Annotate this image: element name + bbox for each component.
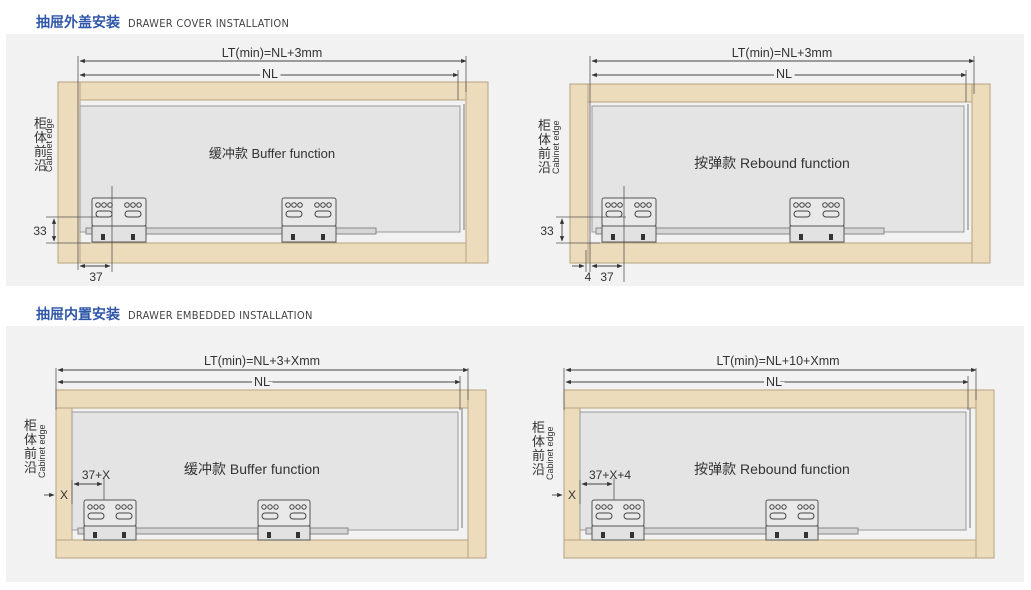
section-title-cn: 抽屉内置安装 (36, 306, 120, 322)
x-label: X (568, 488, 576, 502)
front-bracket (591, 499, 645, 541)
diagram-embedded-rebound: LT(min)=NL+10+Xmm NL 按弹款 Rebound functio… (532, 354, 995, 559)
nl-label: NL (254, 375, 270, 389)
x-label: X (60, 488, 68, 502)
slide-rail (585, 527, 859, 535)
side-label-cn: 柜体前沿 (538, 118, 551, 175)
lt-label: LT(min)=NL+3+Xmm (204, 354, 320, 368)
offset-label: 37 (89, 270, 103, 284)
cabinet-top (57, 81, 489, 101)
cabinet-back-side (467, 389, 487, 559)
section-title-cn: 抽屉外盖安装 (36, 14, 120, 30)
side-label-cn: 柜体前沿 (34, 116, 47, 173)
slide-rail (77, 527, 349, 535)
nl-label: NL (776, 67, 792, 81)
x-label-bg (566, 486, 578, 502)
diagram-embedded-buffer: LT(min)=NL+3+Xmm NL 缓冲款 Buffer function … (24, 354, 487, 559)
cabinet-bottom (563, 539, 995, 559)
rear-bracket (281, 197, 337, 243)
side-label-cn: 柜体前沿 (24, 418, 37, 475)
cabinet-front-side (569, 83, 589, 264)
function-label: 缓冲款 Buffer function (209, 146, 335, 161)
cabinet-top (563, 389, 995, 409)
function-label: 按弹款 Rebound function (694, 461, 850, 477)
lt-label: LT(min)=NL+3mm (222, 46, 322, 60)
section-title-en: DRAWER EMBEDDED INSTALLATION (128, 309, 313, 322)
cabinet-back-side (971, 83, 991, 264)
section-title-cover: 抽屉外盖安装 DRAWER COVER INSTALLATION (36, 12, 289, 32)
function-label: 缓冲款 Buffer function (184, 461, 320, 477)
section-title-embedded: 抽屉内置安装 DRAWER EMBEDDED INSTALLATION (36, 304, 313, 324)
offset-label: 37+X+4 (589, 468, 631, 482)
height-label: 33 (33, 224, 47, 238)
edge-label: 4 (585, 270, 592, 284)
side-label-en: Cabinet edge (44, 118, 54, 172)
offset-label: 37+X (82, 468, 110, 482)
drawer-front-panel (563, 407, 581, 541)
cabinet-bottom (57, 242, 489, 264)
cabinet-bottom (55, 539, 487, 559)
side-label-cn: 柜体前沿 (532, 420, 545, 477)
slide-rail (595, 227, 885, 235)
front-bracket (83, 499, 137, 541)
front-bracket (91, 197, 147, 243)
nl-label: NL (262, 67, 278, 81)
section-title-en: DRAWER COVER INSTALLATION (128, 17, 290, 30)
x-label-bg (58, 486, 70, 502)
lt-label: LT(min)=NL+10+Xmm (716, 354, 839, 368)
rear-bracket (257, 499, 311, 541)
side-label-en: Cabinet edge (551, 120, 561, 174)
offset-label: 37 (600, 270, 614, 284)
nl-label: NL (766, 375, 782, 389)
cabinet-top (569, 83, 991, 103)
rear-bracket (765, 499, 819, 541)
side-label-en: Cabinet edge (37, 424, 47, 478)
cabinet-front-side (57, 81, 81, 264)
cabinet-top (55, 389, 487, 409)
diagram-cover-rebound: LT(min)=NL+3mm NL 按弹款 Rebound function 3… (538, 46, 991, 284)
front-bracket (601, 197, 657, 243)
slide-rail (85, 227, 377, 235)
rear-bracket (789, 197, 845, 243)
cabinet-back-side (975, 389, 995, 559)
function-label: 按弹款 Rebound function (694, 155, 850, 171)
height-label: 33 (540, 224, 554, 238)
cabinet-bottom (569, 242, 991, 264)
cabinet-back-side (465, 81, 489, 264)
diagram-cover-buffer: LT(min)=NL+3mm NL 缓冲款 Buffer function 33… (33, 46, 489, 284)
side-label-en: Cabinet edge (545, 426, 555, 480)
lt-label: LT(min)=NL+3mm (732, 46, 832, 60)
drawer-front-panel (55, 407, 73, 541)
